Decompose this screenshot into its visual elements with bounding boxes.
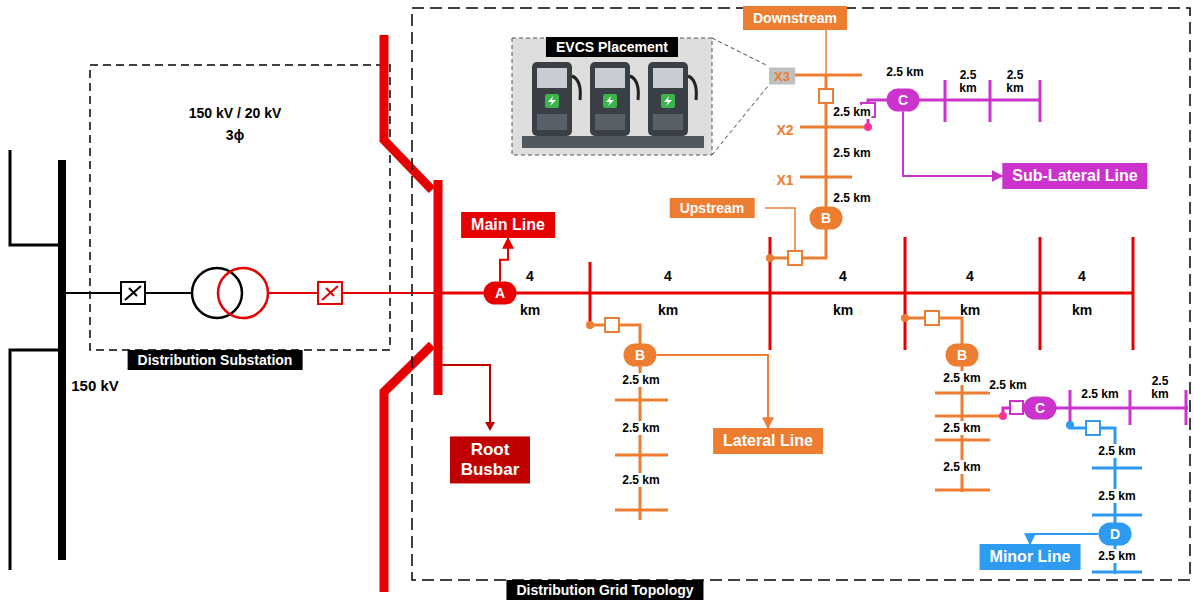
node-text: A [484,282,517,305]
node-text: B [946,344,979,367]
node-text: Distribution Grid Topology [516,582,693,598]
breaker-mv [318,282,342,304]
switch [788,251,802,265]
length-label: 2.5 km [1097,444,1136,458]
switch [1010,401,1023,414]
length-label: 2.5 km [942,371,981,385]
bus-label: X2 [776,122,793,138]
length-label: 2.5 km [621,373,660,387]
region-title: Distribution Grid Topology [506,580,703,600]
length-label: 4 km [519,259,541,327]
region-title: Distribution Substation [128,350,303,370]
bus-marker: A [484,282,517,305]
length-label: 2.5 km [832,146,871,160]
callout-box: Root Busbar [450,436,530,483]
evcs-panel [512,38,712,155]
leader-arrow [1030,534,1099,544]
rating-label: 150 kV / 20 kV [189,105,282,121]
node-text: Distribution Substation [138,352,293,368]
callout-box: Downstream [743,6,847,30]
arrowhead [485,422,495,431]
length-label: 4 km [832,259,854,327]
node-text: B [624,344,657,367]
node-text: Lateral Line [723,432,813,450]
length-label: 4 km [959,259,981,327]
main-line [438,237,1133,350]
switch [1086,421,1100,435]
bus-marker: B [810,207,843,230]
node-text: Downstream [753,10,837,26]
node-text: D [1099,523,1132,546]
junction-dot [999,412,1007,420]
node-text: EVCS Placement [556,39,668,55]
length-label: 2.5 km [832,105,871,119]
junction-dot [1066,421,1074,429]
charger-icons [522,62,704,148]
length-label: 4 km [657,259,679,327]
junction-dot [766,254,774,262]
breaker-hv [121,282,145,304]
phase-label: 3ϕ [226,127,244,143]
panel-title: EVCS Placement [546,37,678,57]
length-label: 2.5 km [1000,69,1030,95]
length-label: 2.5 km [953,69,983,95]
callout-box: Lateral Line [713,428,823,454]
node-text: Upstream [680,200,745,216]
node-text: C [1024,397,1057,420]
transformer-secondary [218,268,268,318]
root-busbar [384,35,438,592]
length-label: 2.5 km [832,191,871,205]
length-label: 2.5 km [621,421,660,435]
length-label: 2.5 km [1080,387,1119,401]
bus-marker: B [624,344,657,367]
length-label: 2.5 km [621,473,660,487]
length-label: 4 km [1071,259,1093,327]
junction-dot [901,314,909,322]
length-label: 2.5 km [988,378,1027,392]
bus-marker: C [887,89,920,112]
length-label: 2.5 km [1097,489,1136,503]
lateral-line-top [770,75,872,258]
length-label: 2.5 km [885,65,924,79]
bus-marker: C [1024,397,1057,420]
voltage-label: 150 kV [71,377,119,394]
switch [925,311,939,325]
leader-arrow [500,238,508,282]
node-text: Sub-Lateral Line [1012,167,1137,185]
downstream-leader [825,27,827,89]
root-busbar-leader [442,365,490,424]
length-label: 2.5 km [942,460,981,474]
length-label: 2.5 km [1097,549,1136,563]
node-text: X3 [774,69,790,84]
callout-box: Minor Line [980,544,1081,570]
upstream-leader [765,208,795,251]
node-text: C [887,89,920,112]
callout-box: Sub-Lateral Line [1002,163,1147,189]
node-text: Main Line [471,216,545,234]
lateral-line-left [590,325,668,520]
node-text: Root Busbar [460,440,520,479]
length-label: 2.5 km [1145,375,1175,401]
substation-region [90,65,390,350]
bus-label: X3 [769,68,795,85]
leader-arrow [657,355,769,428]
node-text: Minor Line [990,548,1071,566]
node-text: B [810,207,843,230]
grid-region [412,8,1190,580]
callout-box: Main Line [461,212,555,238]
bus-label: X1 [776,172,793,188]
callout-box: Upstream [670,198,755,218]
bus-marker: B [946,344,979,367]
switch [819,89,833,103]
lateral-line-right [905,318,1003,492]
switch [605,318,619,332]
leader-arrow [903,112,1002,177]
junction-dot [586,321,594,329]
bus-marker: D [1099,523,1132,546]
junction-dot [864,123,872,131]
callout-lines [712,38,768,155]
length-label: 2.5 km [942,421,981,435]
minor-line [1070,425,1142,574]
